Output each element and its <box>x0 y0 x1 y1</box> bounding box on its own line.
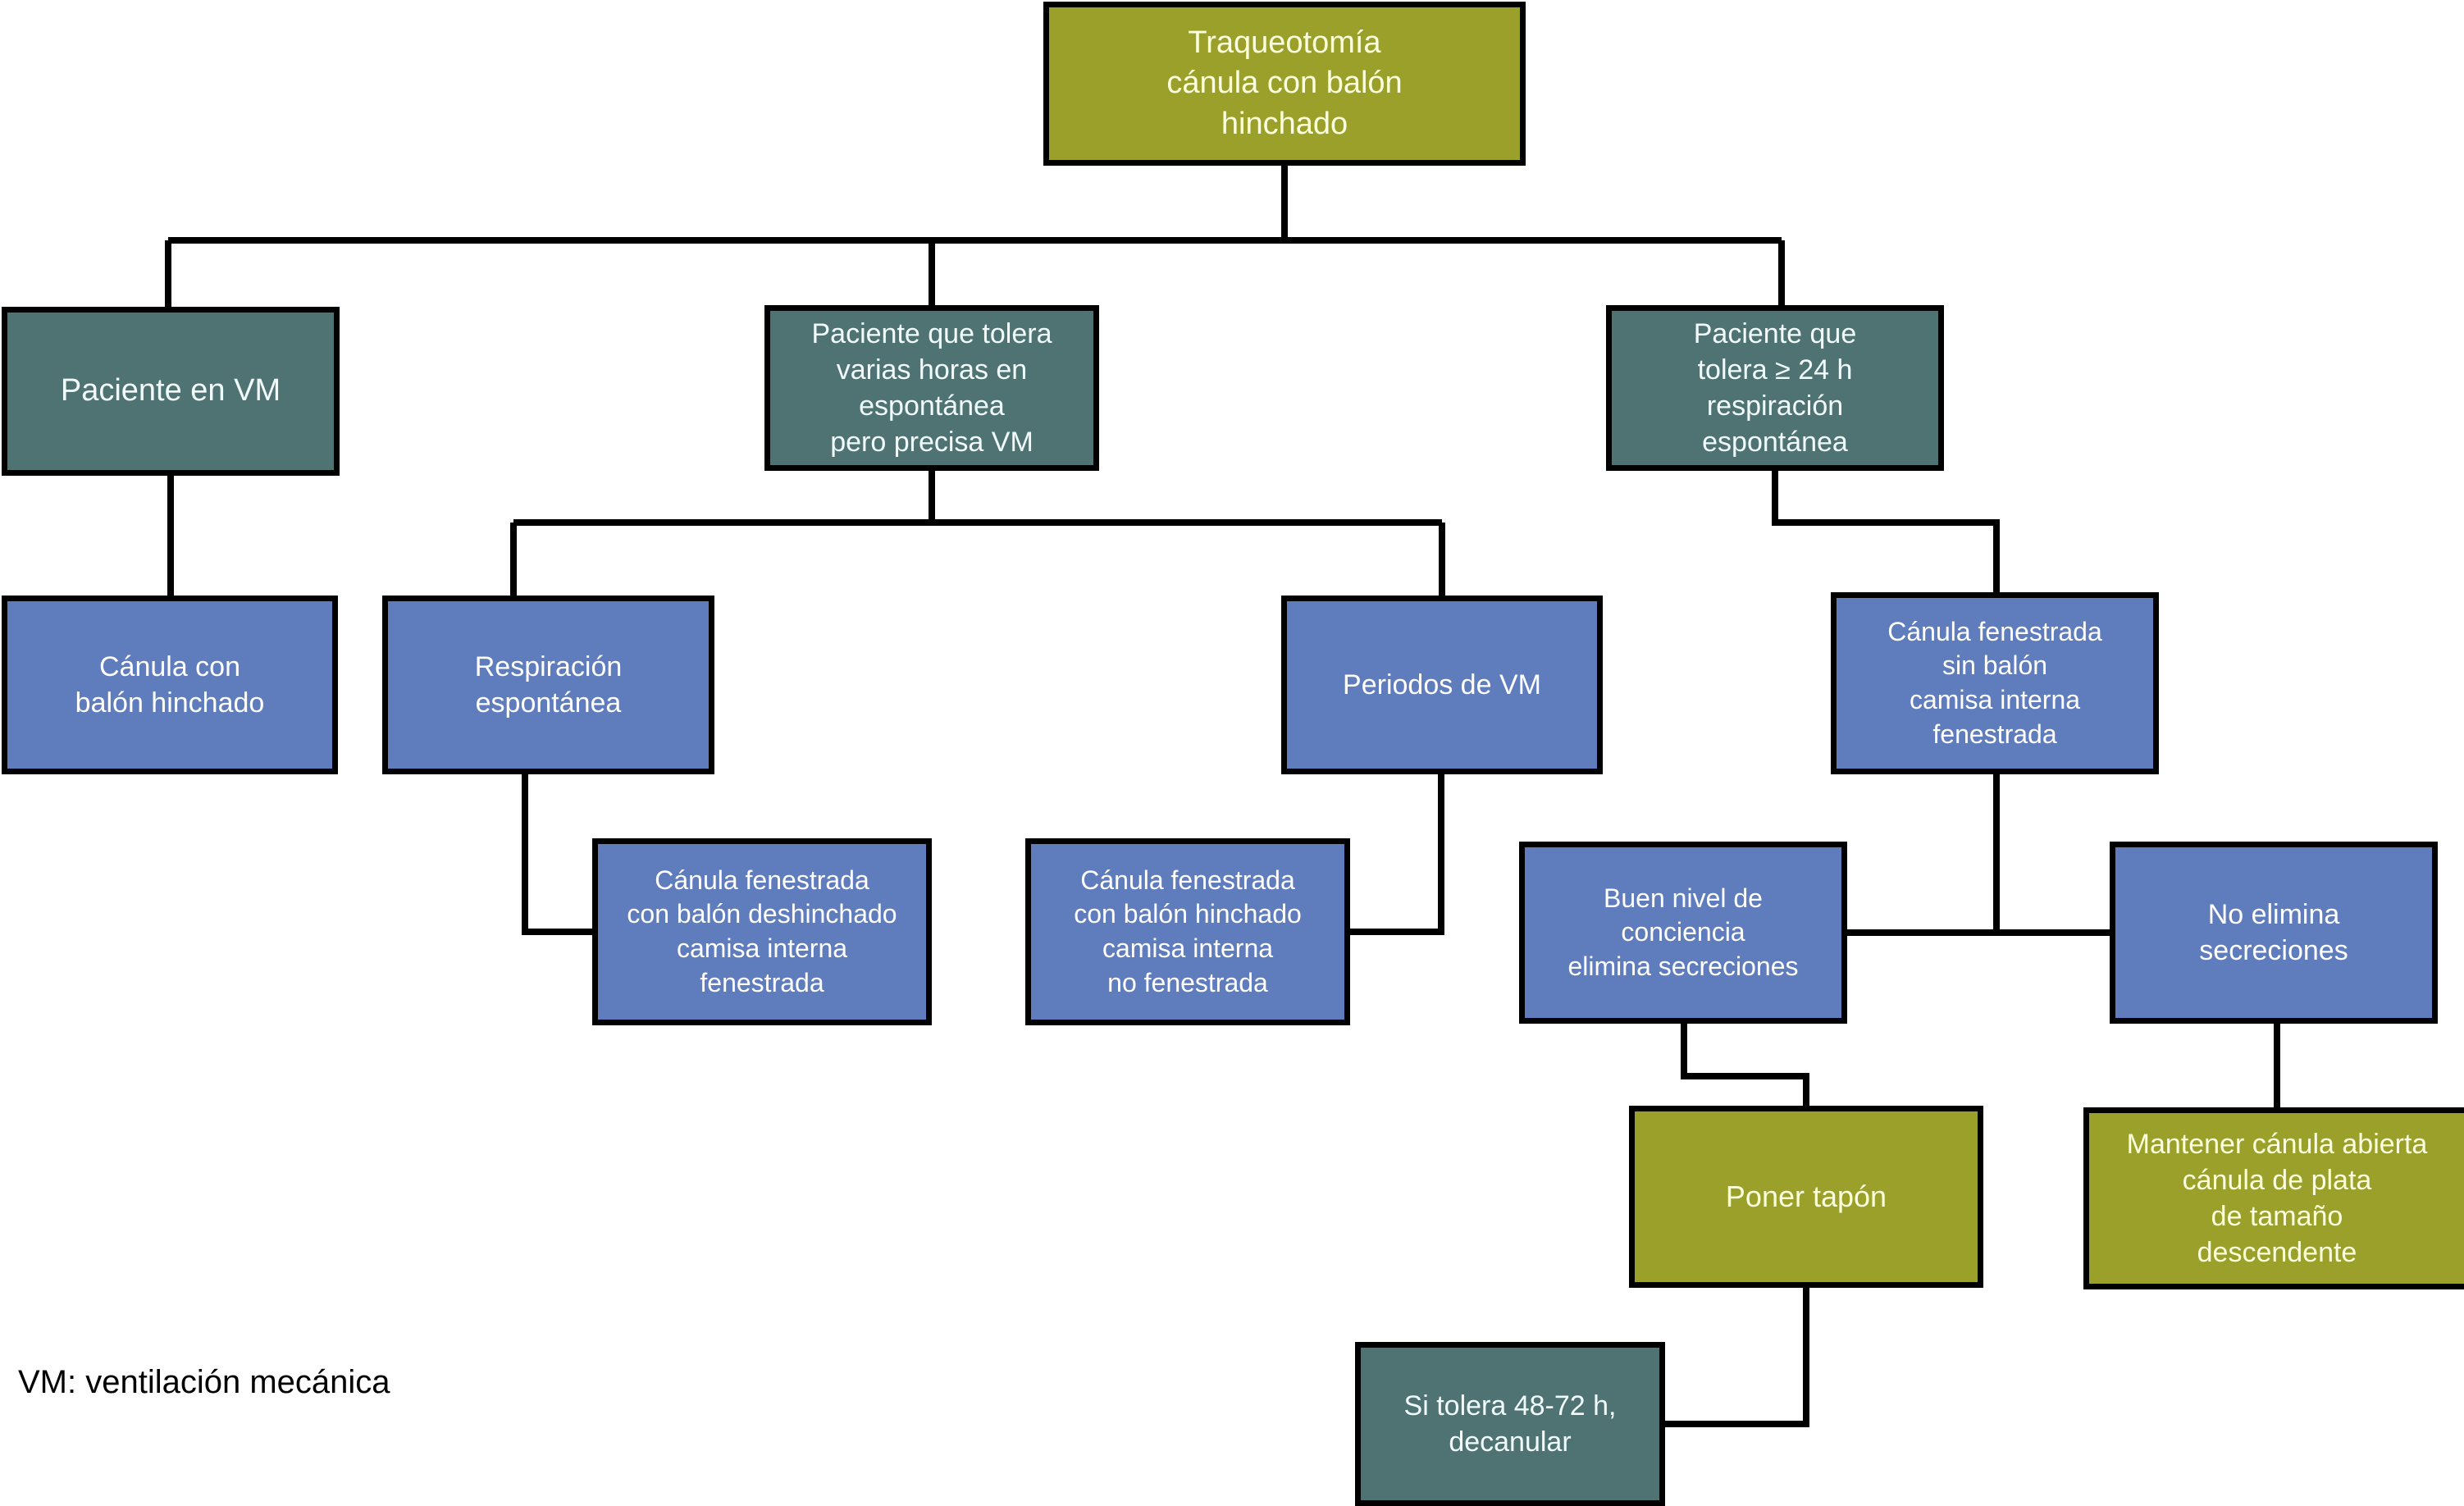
edge-respiracion-to-fenestrada-deshinchado <box>522 774 592 935</box>
node-label-respiracion-espontanea: Respiración espontánea <box>474 650 623 719</box>
node-buen-nivel-conciencia[interactable]: Buen nivel de conciencia elimina secreci… <box>1519 842 1847 1024</box>
node-tolera-varias-horas[interactable]: Paciente que tolera varias horas en espo… <box>764 305 1099 471</box>
node-root[interactable]: Traqueotomía cánula con balón hinchado <box>1043 2 1526 166</box>
node-respiracion-espontanea[interactable]: Respiración espontánea <box>382 596 714 774</box>
node-label-paciente-vm: Paciente en VM <box>60 373 281 408</box>
node-mantener-canula-abierta[interactable]: Mantener cánula abierta cánula de plata … <box>2083 1107 2464 1289</box>
node-periodos-vm[interactable]: Periodos de VM <box>1281 596 1603 774</box>
node-canula-fenestrada-sin-balon[interactable]: Cánula fenestrada sin balón camisa inter… <box>1831 592 2159 774</box>
node-label-mantener-canula-abierta: Mantener cánula abierta cánula de plata … <box>2126 1128 2428 1269</box>
edge-tolera-24h-to-canula-fenestrada <box>1772 471 2000 592</box>
node-fenestrada-hinchado[interactable]: Cánula fenestrada con balón hinchado cam… <box>1025 838 1350 1025</box>
node-poner-tapon[interactable]: Poner tapón <box>1629 1106 1983 1288</box>
node-label-canula-fenestrada-sin-balon: Cánula fenestrada sin balón camisa inter… <box>1887 616 2102 749</box>
node-label-canula-balon-hinchado: Cánula con balón hinchado <box>75 650 265 719</box>
node-no-elimina-secreciones[interactable]: No elimina secreciones <box>2110 842 2438 1024</box>
legend-label: VM: ventilación mecánica <box>18 1364 390 1400</box>
node-label-tolera-varias-horas: Paciente que tolera varias horas en espo… <box>811 317 1052 459</box>
edge-periodos-to-fenestrada-hinchado <box>1350 774 1444 935</box>
node-si-tolera-decanular[interactable]: Si tolera 48-72 h, decanular <box>1355 1342 1665 1506</box>
node-label-root: Traqueotomía cánula con balón hinchado <box>1166 25 1403 141</box>
node-label-no-elimina-secreciones: No elimina secreciones <box>2199 898 2348 966</box>
node-paciente-vm[interactable]: Paciente en VM <box>2 307 340 476</box>
edge-buen-nivel-to-poner-tapon <box>1681 1024 1809 1106</box>
edge-poner-tapon-to-decanular <box>1665 1288 1809 1427</box>
node-label-buen-nivel-conciencia: Buen nivel de conciencia elimina secreci… <box>1567 883 1799 981</box>
node-canula-balon-hinchado[interactable]: Cánula con balón hinchado <box>2 596 338 774</box>
node-label-poner-tapon: Poner tapón <box>1725 1179 1887 1213</box>
node-label-tolera-24h: Paciente que tolera ≥ 24 h respiración e… <box>1693 317 1857 459</box>
node-label-fenestrada-deshinchado: Cánula fenestrada con balón deshinchado … <box>627 865 897 997</box>
node-label-si-tolera-decanular: Si tolera 48-72 h, decanular <box>1403 1390 1617 1458</box>
node-label-fenestrada-hinchado: Cánula fenestrada con balón hinchado cam… <box>1074 865 1302 997</box>
node-tolera-24h[interactable]: Paciente que tolera ≥ 24 h respiración e… <box>1606 305 1944 471</box>
node-fenestrada-deshinchado[interactable]: Cánula fenestrada con balón deshinchado … <box>592 838 932 1025</box>
node-label-periodos-vm: Periodos de VM <box>1343 669 1541 701</box>
